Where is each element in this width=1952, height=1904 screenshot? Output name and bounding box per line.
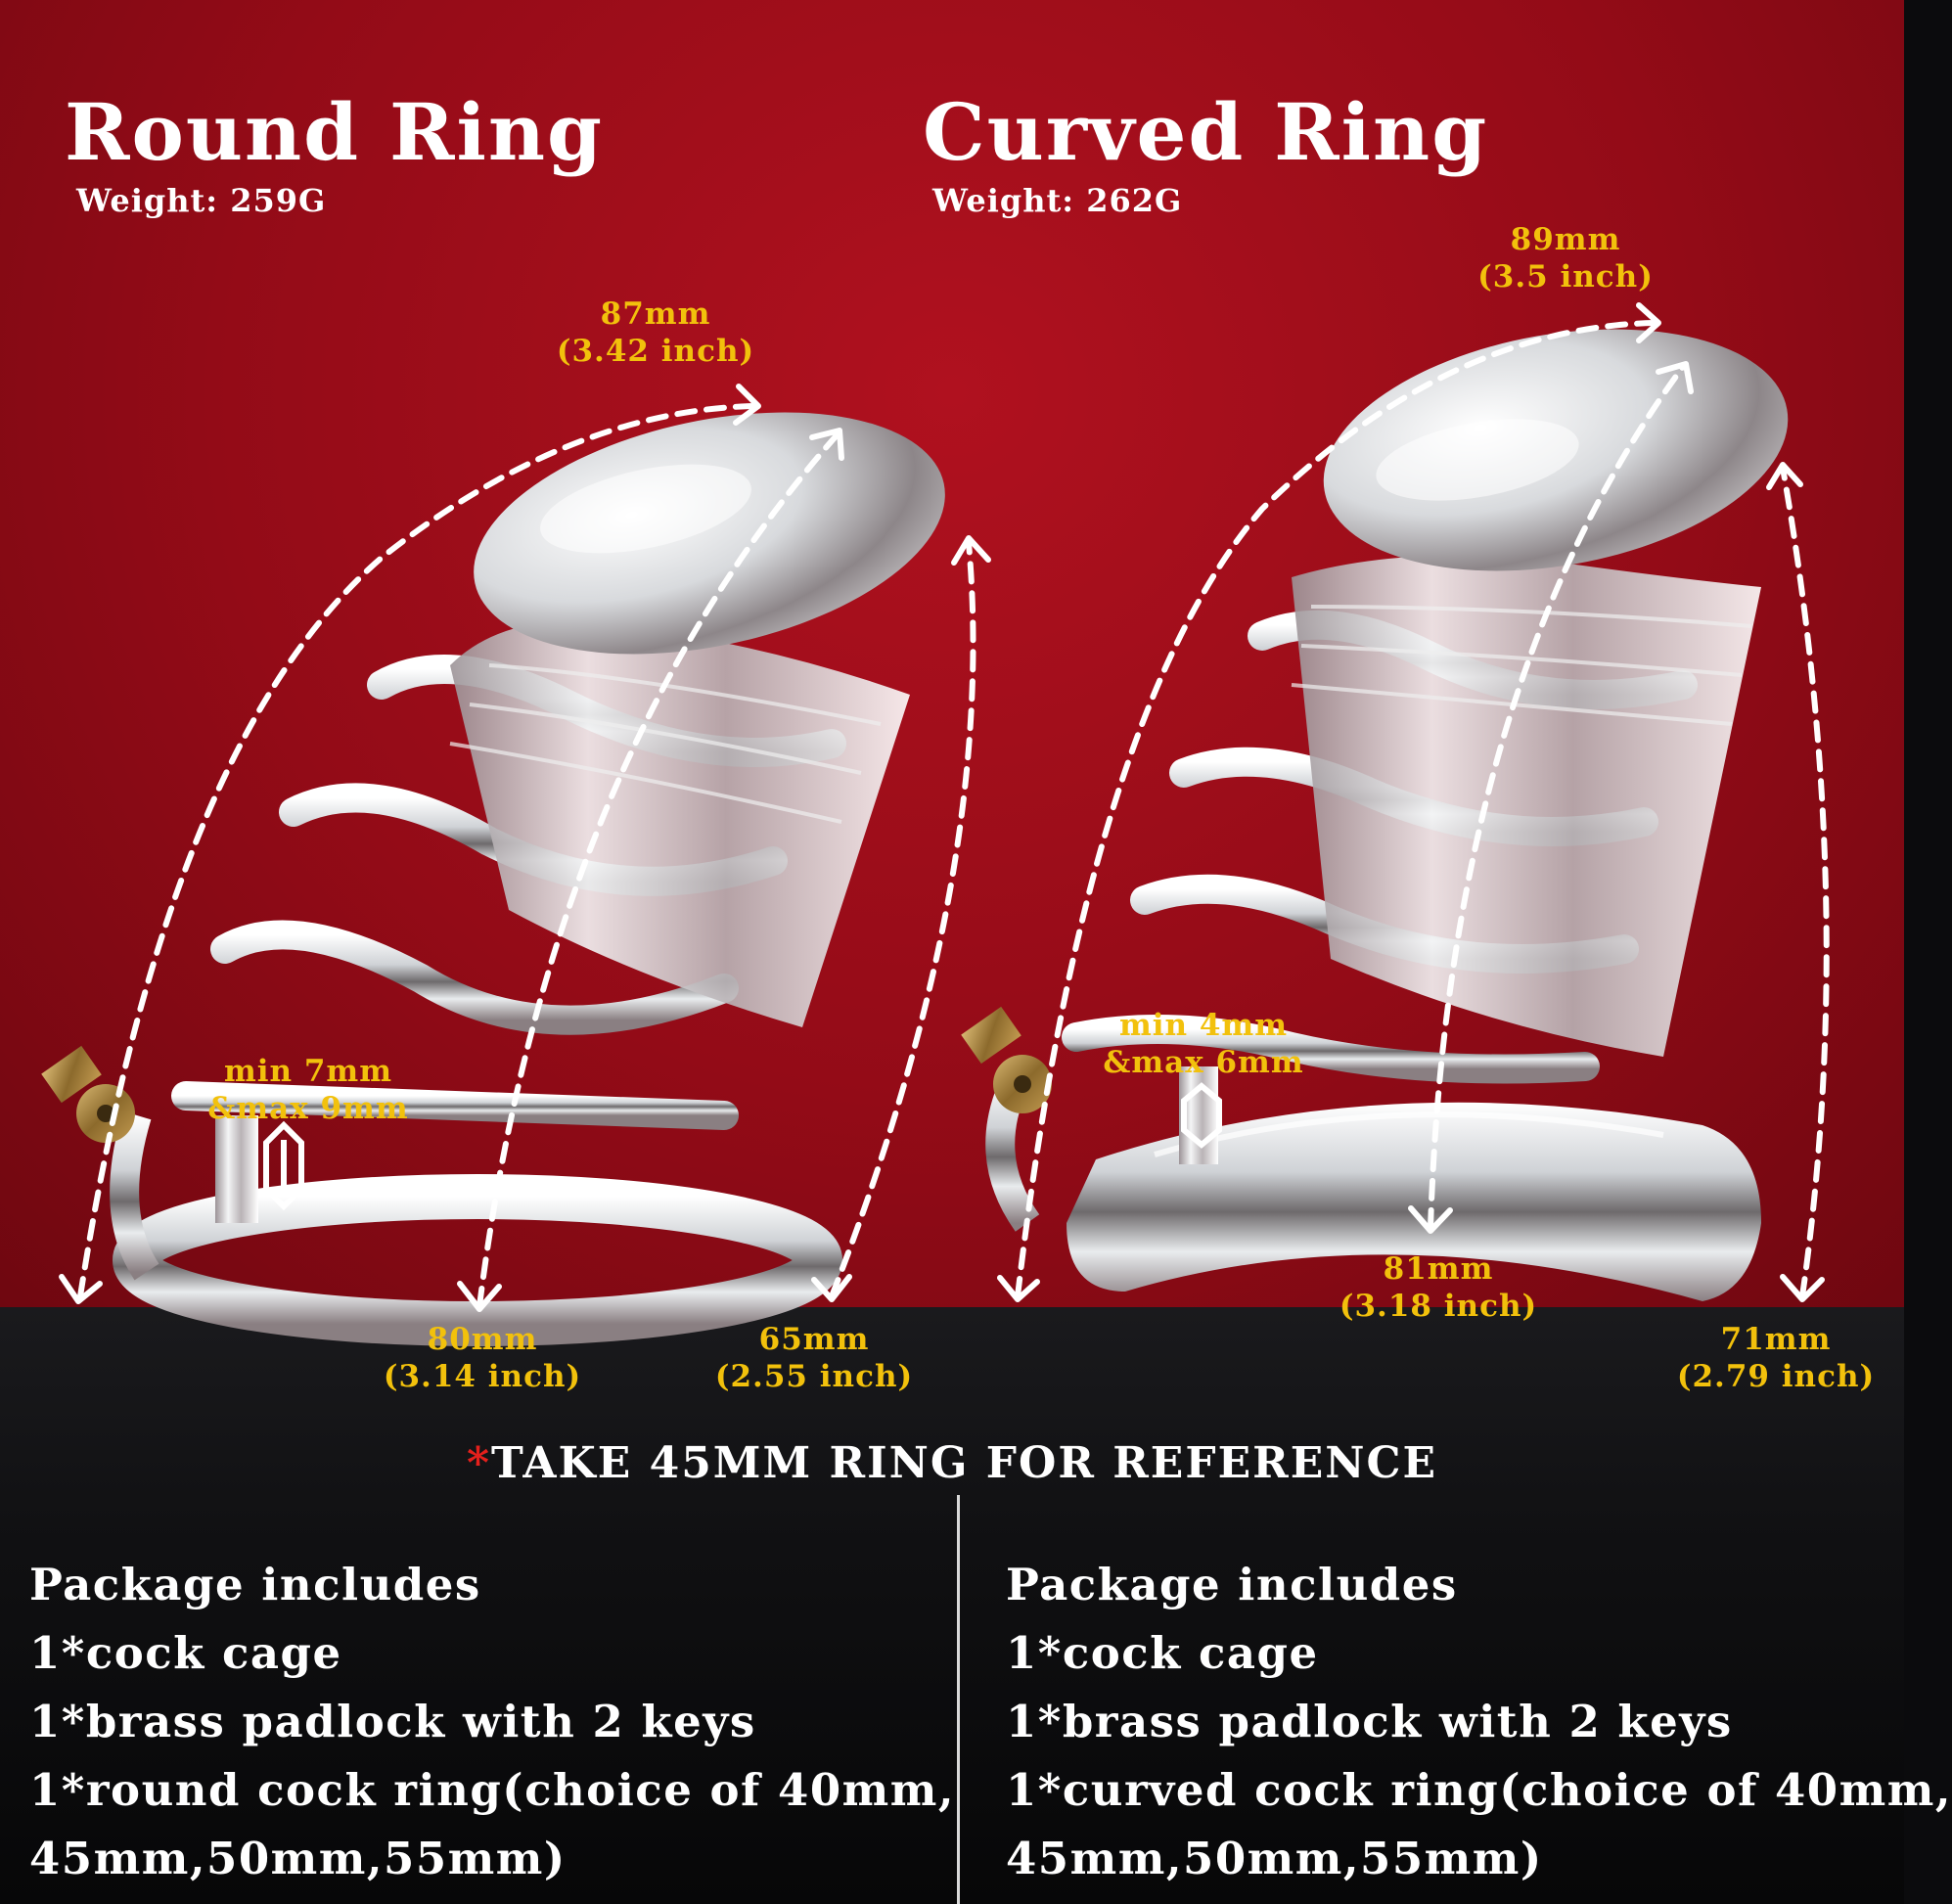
right-arc-measure: 89mm (3.5 inch): [1448, 221, 1683, 295]
gap-markers: [263, 1082, 1222, 1211]
product-illustration: [41, 302, 1830, 1346]
left-arc-inch: (3.42 inch): [556, 334, 755, 369]
column-divider: [957, 1495, 960, 1904]
measurement-arrows: [77, 320, 1830, 1309]
left-gap-max: &max 9mm: [207, 1091, 409, 1126]
right-gap-measure: min 4mm &max 6mm: [1086, 1007, 1321, 1081]
round-ring-cage: [41, 412, 945, 1346]
left-weight: Weight: 259G: [76, 182, 327, 219]
left-title: Round Ring: [65, 86, 604, 178]
left-arc-mm: 87mm: [600, 296, 711, 332]
left-gap-measure: min 7mm &max 9mm: [191, 1053, 426, 1127]
curved-ring-cage: [961, 329, 1789, 1301]
package-heading: Package includes: [1006, 1559, 1458, 1610]
right-weight: Weight: 262G: [932, 182, 1183, 219]
package-item: 1*curved cock ring(choice of 40mm,: [1006, 1764, 1952, 1816]
left-gap-min: min 7mm: [223, 1054, 393, 1089]
right-length-measure: 81mm (3.18 inch): [1316, 1250, 1561, 1325]
right-arc-inch: (3.5 inch): [1477, 259, 1654, 295]
right-gap-max: &max 6mm: [1103, 1045, 1304, 1080]
package-list-left: Package includes 1*cock cage 1*brass pad…: [29, 1551, 955, 1893]
right-length-mm: 81mm: [1383, 1251, 1494, 1287]
package-item: 45mm,50mm,55mm): [1006, 1833, 1543, 1884]
package-item: 1*round cock ring(choice of 40mm,: [29, 1764, 956, 1816]
package-item: 1*brass padlock with 2 keys: [1006, 1696, 1733, 1747]
package-item: 1*cock cage: [29, 1627, 342, 1679]
right-gap-min: min 4mm: [1118, 1008, 1289, 1043]
right-back-measure: 71mm (2.79 inch): [1658, 1321, 1893, 1395]
left-back-measure: 65mm (2.55 inch): [697, 1321, 931, 1395]
right-arc-mm: 89mm: [1510, 222, 1621, 257]
left-back-mm: 65mm: [758, 1322, 870, 1357]
right-length-inch: (3.18 inch): [1339, 1289, 1538, 1324]
left-length-measure: 80mm (3.14 inch): [365, 1321, 600, 1395]
package-item: 1*brass padlock with 2 keys: [29, 1696, 756, 1747]
package-info-area: [0, 1307, 1904, 1904]
note-text: TAKE 45MM RING FOR REFERENCE: [491, 1438, 1438, 1488]
arrow-heads: [59, 302, 1825, 1312]
package-item: 45mm,50mm,55mm): [29, 1833, 567, 1884]
right-title: Curved Ring: [923, 86, 1489, 178]
package-item: 1*cock cage: [1006, 1627, 1319, 1679]
package-list-right: Package includes 1*cock cage 1*brass pad…: [1006, 1551, 1952, 1893]
left-back-inch: (2.55 inch): [714, 1359, 914, 1394]
left-arc-measure: 87mm (3.42 inch): [528, 295, 783, 370]
right-back-inch: (2.79 inch): [1676, 1359, 1876, 1394]
note-star: *: [466, 1438, 491, 1488]
package-heading: Package includes: [29, 1559, 481, 1610]
right-back-mm: 71mm: [1720, 1322, 1832, 1357]
left-length-inch: (3.14 inch): [383, 1359, 582, 1394]
reference-note: *TAKE 45MM RING FOR REFERENCE: [0, 1438, 1904, 1488]
left-length-mm: 80mm: [427, 1322, 538, 1357]
